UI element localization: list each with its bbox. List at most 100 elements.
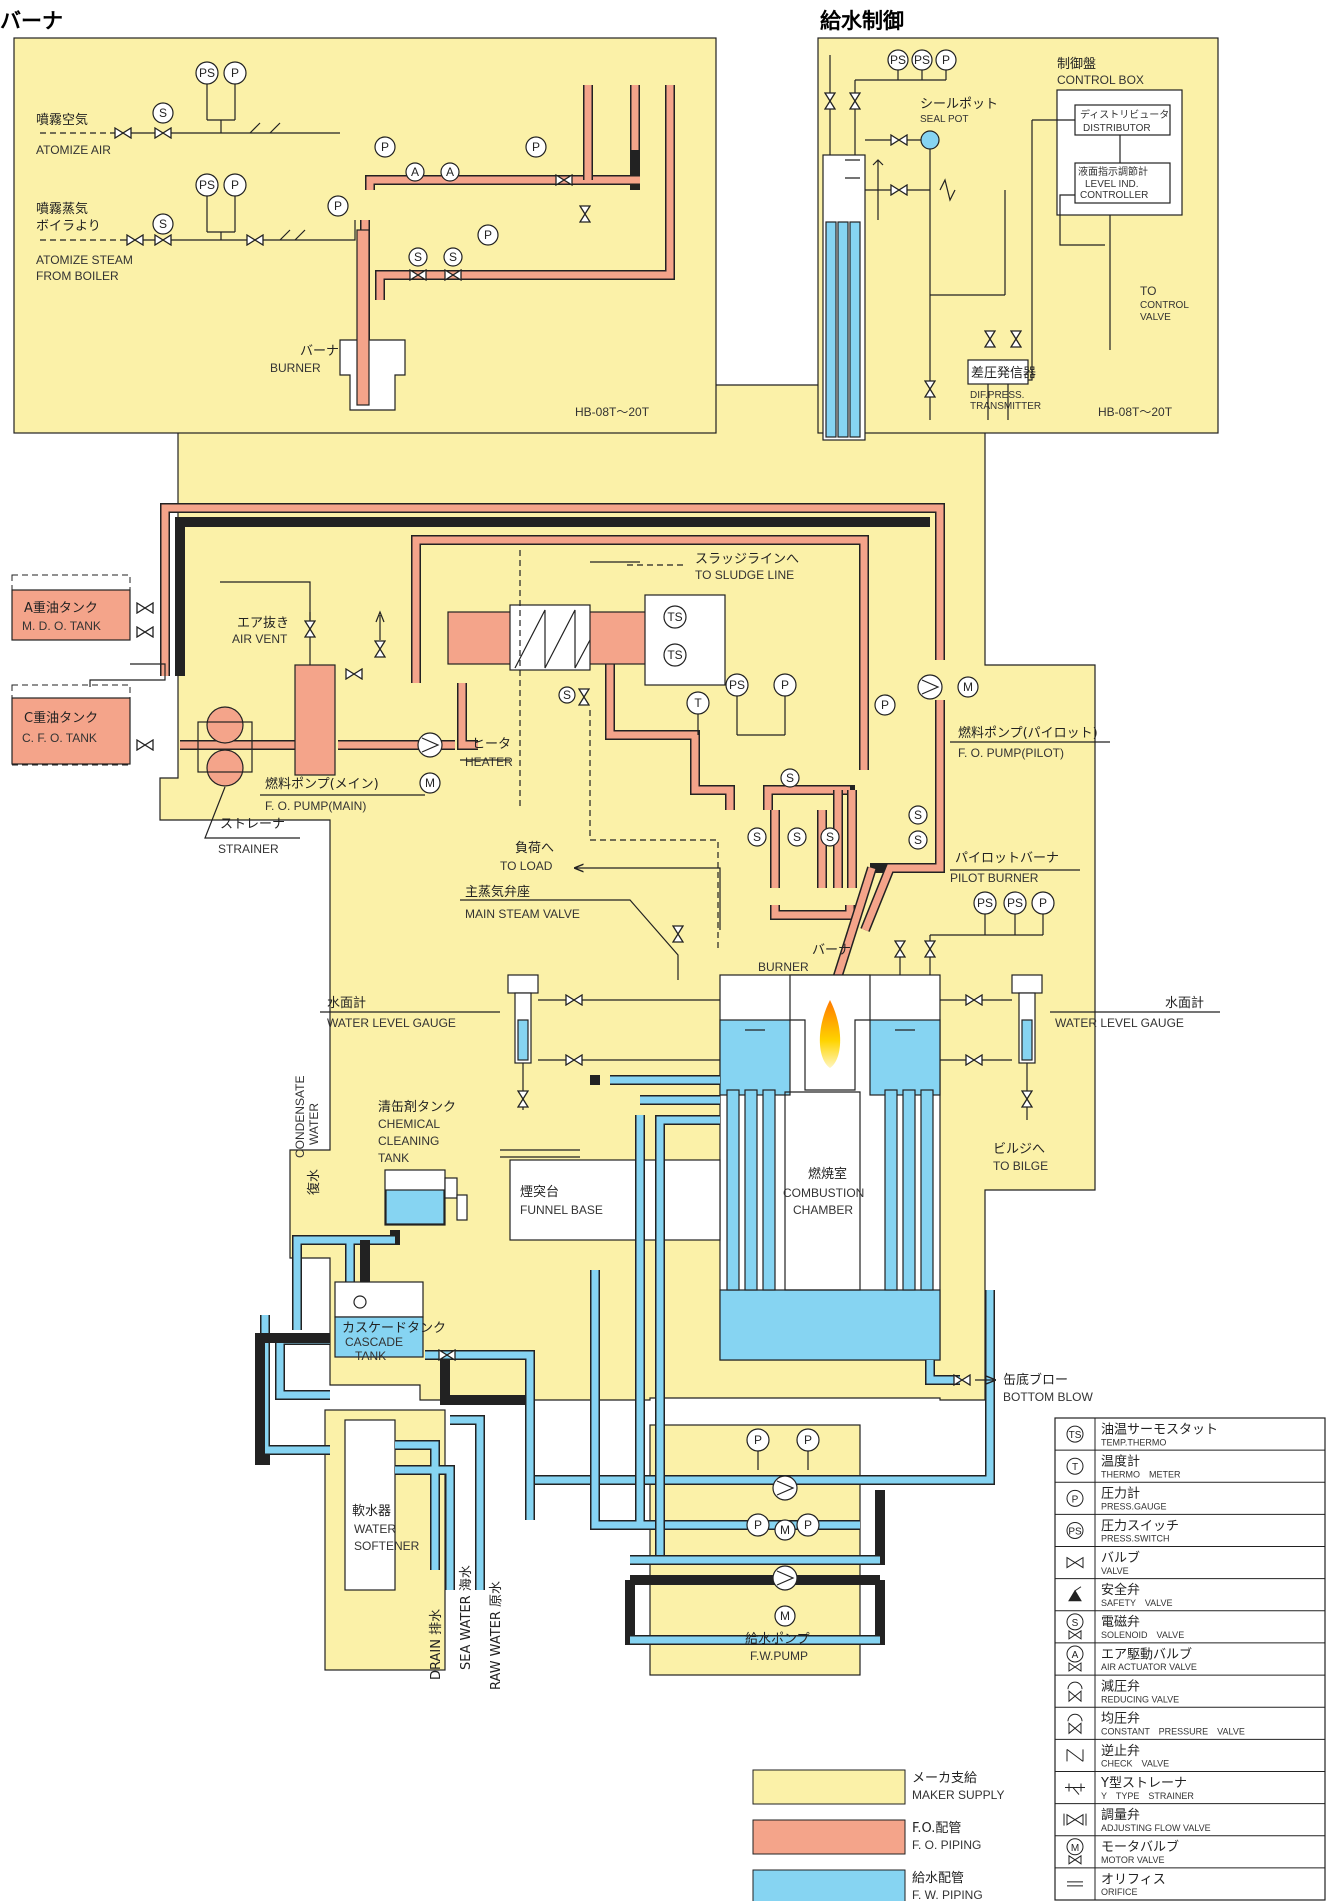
svg-text:T: T — [1072, 1462, 1078, 1473]
heater: TS TS ヒータ HEATER — [447, 594, 726, 769]
svg-text:燃料ポンプ(パイロット): 燃料ポンプ(パイロット) — [958, 725, 1098, 741]
svg-text:CONTROL: CONTROL — [1140, 300, 1189, 311]
svg-text:PS: PS — [199, 178, 215, 192]
svg-text:TS: TS — [667, 610, 682, 624]
svg-text:PILOT BURNER: PILOT BURNER — [950, 871, 1039, 885]
legend-symbol-label: 調量弁 — [1101, 1808, 1140, 1823]
svg-text:燃焼室: 燃焼室 — [808, 1166, 847, 1182]
cascade-tank: カスケードタンク CASCADE TANK — [334, 1281, 456, 1363]
svg-text:P: P — [804, 1518, 812, 1532]
svg-text:CHEMICAL: CHEMICAL — [378, 1117, 440, 1131]
svg-text:C. F. O. TANK: C. F. O. TANK — [22, 731, 97, 745]
svg-text:TO: TO — [1140, 284, 1156, 298]
svg-text:S: S — [753, 830, 761, 844]
svg-text:T: T — [694, 696, 702, 710]
svg-text:S: S — [914, 808, 922, 822]
svg-text:F.W.PUMP: F.W.PUMP — [750, 1649, 808, 1663]
air-vent-vessel: エア抜き AIR VENT — [220, 581, 386, 776]
legend-symbol-label: 逆止弁 — [1101, 1743, 1140, 1759]
svg-text:F. O. PUMP(PILOT): F. O. PUMP(PILOT) — [958, 746, 1064, 760]
legend-symbol-label-en: SOLENOID VALVE — [1101, 1630, 1184, 1640]
legend-symbol-label: 圧力スイッチ — [1101, 1519, 1179, 1534]
svg-text:SEA WATER 海水: SEA WATER 海水 — [459, 1565, 474, 1670]
svg-text:STRAINER: STRAINER — [218, 842, 279, 856]
svg-text:P: P — [532, 140, 540, 154]
svg-text:噴霧蒸気: 噴霧蒸気 — [36, 201, 88, 217]
svg-text:A: A — [1072, 1650, 1079, 1661]
fw-pumps: P P P M P M 給水ポンプ F.W.PUMP — [745, 1428, 820, 1663]
strainer: ストレーナ STRAINER — [197, 706, 300, 856]
svg-text:S: S — [914, 833, 922, 847]
legend-symbol-label-en: ADJUSTING FLOW VALVE — [1101, 1823, 1211, 1833]
svg-text:CASCADE: CASCADE — [345, 1335, 403, 1349]
mdo-tank: A重油タンク M. D. O. TANK — [11, 574, 154, 641]
feedwater-section-header: 給水制御 — [820, 9, 904, 33]
svg-text:S: S — [826, 830, 834, 844]
svg-text:主蒸気弁座: 主蒸気弁座 — [465, 884, 530, 900]
svg-text:清缶剤タンク: 清缶剤タンク — [378, 1099, 456, 1115]
svg-text:A: A — [446, 165, 454, 179]
svg-text:COMBUSTION: COMBUSTION — [783, 1186, 864, 1200]
svg-text:P: P — [231, 66, 239, 80]
svg-text:P: P — [881, 698, 889, 712]
svg-text:BURNER: BURNER — [270, 361, 321, 375]
legend-symbol-label-en: THERMO METER — [1101, 1469, 1181, 1479]
svg-text:TO SLUDGE LINE: TO SLUDGE LINE — [695, 568, 794, 582]
water-level-gauge-left: 水面計 WATER LEVEL GAUGE — [320, 974, 720, 1110]
legend-color-label: 給水配管 — [912, 1871, 964, 1886]
svg-text:FROM BOILER: FROM BOILER — [36, 269, 119, 283]
svg-text:バーナ: バーナ — [812, 943, 851, 958]
svg-text:エア抜き: エア抜き — [237, 615, 289, 631]
svg-text:CONTROL BOX: CONTROL BOX — [1057, 73, 1144, 87]
legend-symbol-label-en: CHECK VALVE — [1101, 1759, 1169, 1769]
svg-text:PS: PS — [1068, 1526, 1082, 1537]
bottom-blow: 缶底ブロー BOTTOM BLOW — [953, 1372, 1093, 1404]
condensate-label: 復水 CONDENSATE WATER — [293, 1076, 322, 1195]
svg-text:HEATER: HEATER — [465, 755, 513, 769]
legend-symbol-label: オリフィス — [1101, 1872, 1166, 1887]
legend-symbol-label-en: SAFETY VALVE — [1101, 1598, 1173, 1608]
svg-text:負荷へ: 負荷へ — [515, 841, 554, 856]
cfo-tank: C重油タンク C. F. O. TANK — [11, 684, 154, 766]
svg-text:P: P — [1072, 1494, 1079, 1505]
svg-text:M: M — [1071, 1843, 1079, 1854]
svg-text:AIR VENT: AIR VENT — [232, 632, 288, 646]
svg-text:TANK: TANK — [355, 1349, 386, 1363]
svg-text:水面計: 水面計 — [1165, 995, 1204, 1011]
svg-text:SEAL POT: SEAL POT — [920, 114, 969, 125]
svg-text:噴霧空気: 噴霧空気 — [36, 112, 88, 128]
svg-text:C重油タンク: C重油タンク — [24, 710, 98, 726]
legend-symbol-label: Y型ストレーナ — [1100, 1776, 1187, 1791]
svg-text:PS: PS — [1007, 896, 1023, 910]
legend-symbol-label-en: Y TYPE STRAINER — [1101, 1791, 1194, 1801]
svg-text:TS: TS — [1069, 1430, 1082, 1441]
svg-text:WATER LEVEL GAUGE: WATER LEVEL GAUGE — [327, 1016, 456, 1030]
sludge-line: スラッジラインへ TO SLUDGE LINE T PS P S — [519, 550, 799, 950]
svg-text:M: M — [780, 1523, 790, 1537]
svg-text:P: P — [804, 1433, 812, 1447]
legend-symbol-label: 油温サーモスタット — [1101, 1422, 1218, 1437]
svg-text:ディストリビュータ: ディストリビュータ — [1080, 108, 1169, 121]
fo-piping — [160, 503, 945, 987]
legend-symbol-label-en: PRESS.GAUGE — [1101, 1502, 1167, 1512]
svg-text:RAW WATER 原水: RAW WATER 原水 — [489, 1581, 504, 1690]
svg-text:給水ポンプ: 給水ポンプ — [745, 1632, 810, 1647]
svg-text:PS: PS — [729, 678, 745, 692]
svg-text:水面計: 水面計 — [327, 995, 366, 1011]
svg-text:P: P — [484, 228, 492, 242]
svg-text:FUNNEL BASE: FUNNEL BASE — [520, 1203, 603, 1217]
legend-symbol-label: 温度計 — [1101, 1454, 1140, 1470]
funnel-base: 煙突台 FUNNEL BASE — [500, 1149, 721, 1241]
legend-symbol-label-en: PRESS.SWITCH — [1101, 1534, 1170, 1544]
svg-text:A: A — [411, 165, 419, 179]
legend-color-label-en: F. O. PIPING — [912, 1838, 981, 1852]
fw-piping — [255, 1075, 995, 1645]
svg-text:ATOMIZE AIR: ATOMIZE AIR — [36, 143, 111, 157]
